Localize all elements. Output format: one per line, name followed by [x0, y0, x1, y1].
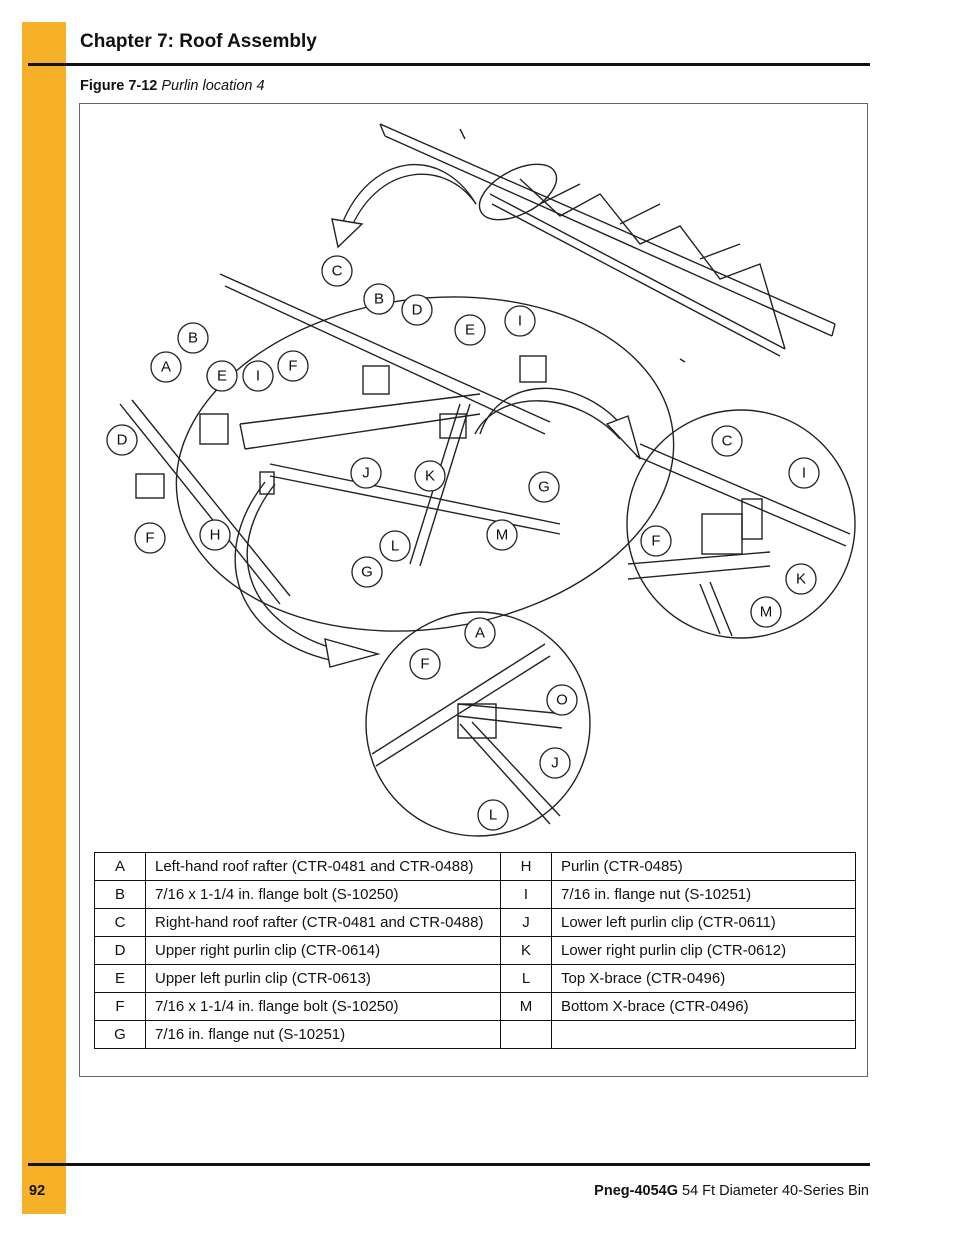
part-description: Bottom X-brace (CTR-0496): [551, 992, 856, 1021]
part-key: D: [94, 936, 146, 965]
header-rule: [28, 63, 870, 66]
callout-main-19: G: [361, 564, 373, 581]
figure-title: Purlin location 4: [161, 78, 265, 94]
callout-main-11: D: [117, 432, 128, 449]
callout-main-7: A: [161, 359, 171, 376]
part-description: 7/16 in. flange nut (S-10251): [551, 880, 856, 909]
table-row: D Upper right purlin clip (CTR-0614) K L…: [94, 936, 856, 965]
callout-bottom-2: F: [420, 656, 429, 673]
chapter-side-bar: [22, 22, 66, 1214]
chapter-title: Chapter 7: Roof Assembly: [80, 31, 317, 52]
callout-main-8: E: [217, 368, 227, 385]
table-row: F 7/16 x 1-1/4 in. flange bolt (S-10250)…: [94, 992, 856, 1021]
callout-main-18: M: [496, 527, 509, 544]
document-title: 54 Ft Diameter 40-Series Bin: [678, 1183, 869, 1199]
callout-bottom-5: L: [489, 807, 497, 824]
callout-right-1: C: [722, 433, 733, 450]
part-key: E: [94, 964, 146, 993]
callout-right-3: F: [651, 533, 660, 550]
part-key: M: [500, 992, 552, 1021]
purlin-illustration: C B D E I B A E I F D J K G H F L M G C …: [106, 123, 856, 837]
callout-right-4: K: [796, 571, 806, 588]
callout-bottom-4: J: [551, 755, 559, 772]
part-description: Upper right purlin clip (CTR-0614): [145, 936, 501, 965]
callout-main-12: J: [362, 465, 370, 482]
table-row: C Right-hand roof rafter (CTR-0481 and C…: [94, 908, 856, 937]
part-description: Left-hand roof rafter (CTR-0481 and CTR-…: [145, 852, 501, 881]
figure-caption: Figure 7-12 Purlin location 4: [80, 78, 265, 94]
table-row: B 7/16 x 1-1/4 in. flange bolt (S-10250)…: [94, 880, 856, 909]
truss-overview: [379, 123, 836, 363]
callout-main-3: D: [412, 302, 423, 319]
part-description: 7/16 x 1-1/4 in. flange bolt (S-10250): [145, 880, 501, 909]
page-number: 92: [29, 1183, 46, 1199]
document-id: Pneg-4054G 54 Ft Diameter 40-Series Bin: [594, 1183, 869, 1199]
footer-rule: [28, 1163, 870, 1166]
callout-main-9: I: [256, 368, 260, 385]
callout-main-15: H: [210, 527, 221, 544]
callouts: C B D E I B A E I F D J K G H F L M G C …: [106, 255, 820, 831]
callout-main-17: L: [391, 538, 399, 555]
part-description: Lower right purlin clip (CTR-0612): [551, 936, 856, 965]
callout-right-2: I: [802, 465, 806, 482]
part-key: H: [500, 852, 552, 881]
part-key: C: [94, 908, 146, 937]
right-detail: [627, 443, 851, 637]
callout-main-16: F: [145, 530, 154, 547]
part-key: B: [94, 880, 146, 909]
part-description: Top X-brace (CTR-0496): [551, 964, 856, 993]
part-key: L: [500, 964, 552, 993]
figure-frame: [79, 103, 868, 1077]
table-row: G 7/16 in. flange nut (S-10251): [94, 1020, 856, 1049]
callout-main-2: B: [374, 291, 384, 308]
part-description: Purlin (CTR-0485): [551, 852, 856, 881]
callout-bottom-1: A: [475, 625, 485, 642]
callout-main-10: F: [288, 358, 297, 375]
part-description: Lower left purlin clip (CTR-0611): [551, 908, 856, 937]
document-code: Pneg-4054G: [594, 1183, 678, 1199]
callout-main-5: I: [518, 313, 522, 330]
part-key: F: [94, 992, 146, 1021]
callout-main-13: K: [425, 468, 435, 485]
part-key: J: [500, 908, 552, 937]
callout-main-1: C: [332, 263, 343, 280]
part-key: A: [94, 852, 146, 881]
callout-bottom-3: O: [556, 692, 568, 709]
part-key: I: [500, 880, 552, 909]
part-description: Upper left purlin clip (CTR-0613): [145, 964, 501, 993]
part-description: 7/16 in. flange nut (S-10251): [145, 1020, 501, 1049]
parts-table: A Left-hand roof rafter (CTR-0481 and CT…: [94, 852, 856, 1049]
part-key: K: [500, 936, 552, 965]
part-description: Right-hand roof rafter (CTR-0481 and CTR…: [145, 908, 501, 937]
callout-main-4: E: [465, 322, 475, 339]
callout-main-6: B: [188, 330, 198, 347]
part-key: [500, 1020, 552, 1049]
figure-number: Figure 7-12: [80, 78, 158, 94]
callout-right-5: M: [760, 604, 773, 621]
part-description: [551, 1020, 856, 1049]
part-key: G: [94, 1020, 146, 1049]
bottom-detail: [371, 643, 566, 825]
main-detail: [119, 273, 561, 605]
table-row: E Upper left purlin clip (CTR-0613) L To…: [94, 964, 856, 993]
part-description: 7/16 x 1-1/4 in. flange bolt (S-10250): [145, 992, 501, 1021]
table-row: A Left-hand roof rafter (CTR-0481 and CT…: [94, 852, 856, 881]
callout-main-14: G: [538, 479, 550, 496]
